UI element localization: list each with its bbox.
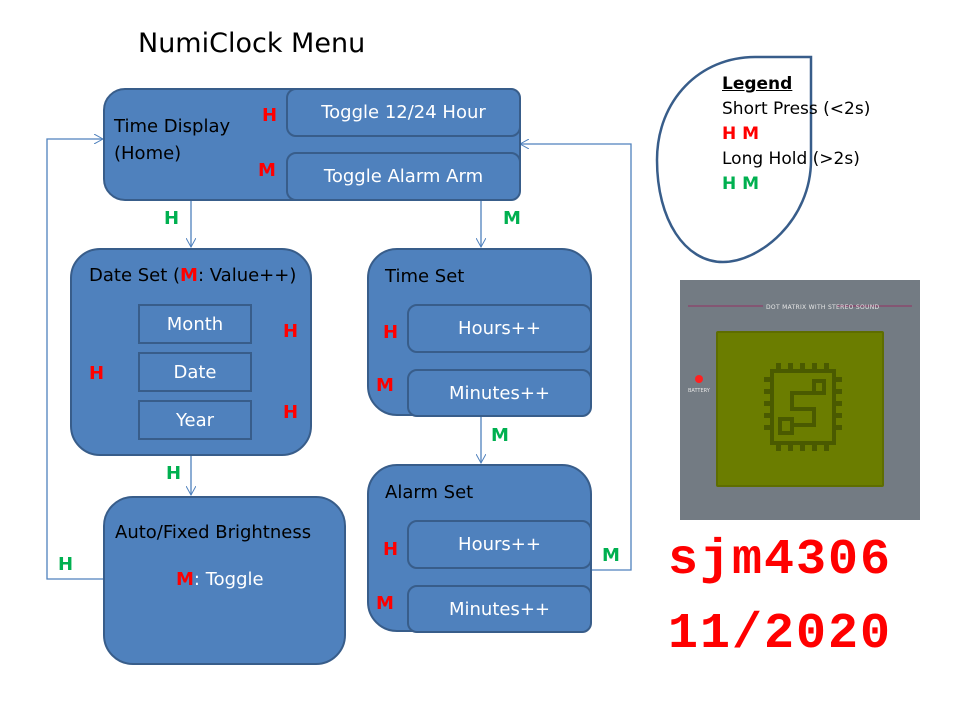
date-set-h-key-date-to-year: H bbox=[283, 402, 299, 423]
date-set-label: Date Set (M: Value++) bbox=[89, 265, 297, 286]
time-display-label: Time Display (Home) bbox=[114, 116, 231, 164]
author-signature: sjm4306 bbox=[668, 532, 893, 589]
transition-label-brightness-to-home: H bbox=[58, 554, 74, 575]
time-set-m-key: M bbox=[376, 375, 394, 396]
legend-shape bbox=[655, 55, 813, 264]
time-set-label: Time Set bbox=[385, 266, 465, 287]
alarm-set-m-key: M bbox=[376, 593, 394, 614]
alarm-set-minutes-action: Minutes++ bbox=[407, 585, 592, 633]
legend: Legend Short Press (<2s) H M Long Hold (… bbox=[722, 72, 870, 197]
time-set-hours-action: Hours++ bbox=[407, 304, 592, 353]
transition-label-home-to-time: M bbox=[503, 208, 521, 229]
short-press-m-key: M bbox=[258, 160, 276, 181]
legend-long-hold-keys: H M bbox=[722, 174, 760, 194]
transition-label-time-to-alarm: M bbox=[491, 425, 509, 446]
legend-header: Legend bbox=[722, 74, 793, 94]
chip-s-logo-icon bbox=[764, 363, 842, 451]
brightness-action: M: Toggle bbox=[176, 569, 264, 590]
legend-short-press-label: Short Press (<2s) bbox=[722, 99, 871, 119]
device-image: DOT MATRIX WITH STEREO SOUND BATTERY bbox=[680, 280, 920, 520]
alarm-set-hours-action: Hours++ bbox=[407, 520, 592, 569]
arrow-alarm-to-home bbox=[520, 144, 632, 571]
brightness-label: Auto/Fixed Brightness bbox=[115, 522, 312, 543]
brightness-state bbox=[103, 496, 346, 665]
toggle-alarm-arm-action: Toggle Alarm Arm bbox=[286, 152, 521, 201]
transition-label-date-to-brightness: H bbox=[166, 463, 182, 484]
date-set-year: Year bbox=[138, 400, 252, 440]
toggle-12-24-hour-action: Toggle 12/24 Hour bbox=[286, 88, 521, 137]
legend-long-hold-label: Long Hold (>2s) bbox=[722, 149, 860, 169]
time-set-h-key: H bbox=[383, 322, 399, 343]
time-set-minutes-action: Minutes++ bbox=[407, 369, 592, 417]
lcd-screen bbox=[716, 331, 884, 487]
short-press-h-key: H bbox=[262, 105, 278, 126]
page-title: NumiClock Menu bbox=[138, 28, 366, 59]
arrow-brightness-to-home bbox=[46, 139, 103, 580]
device-stripes bbox=[688, 305, 912, 307]
date-set-date: Date bbox=[138, 352, 252, 392]
device-caption: DOT MATRIX WITH STEREO SOUND bbox=[766, 304, 880, 311]
signature-date: 11/2020 bbox=[668, 606, 893, 663]
battery-led-icon bbox=[695, 375, 703, 383]
date-set-month: Month bbox=[138, 304, 252, 344]
date-set-h-key-loop: H bbox=[89, 363, 105, 384]
alarm-set-label: Alarm Set bbox=[385, 482, 474, 503]
transition-label-home-to-date: H bbox=[164, 208, 180, 229]
battery-label: BATTERY bbox=[688, 388, 710, 394]
transition-label-alarm-to-home: M bbox=[602, 545, 620, 566]
date-set-h-key-month-to-date: H bbox=[283, 321, 299, 342]
alarm-set-h-key: H bbox=[383, 539, 399, 560]
legend-short-press-keys: H M bbox=[722, 124, 760, 144]
